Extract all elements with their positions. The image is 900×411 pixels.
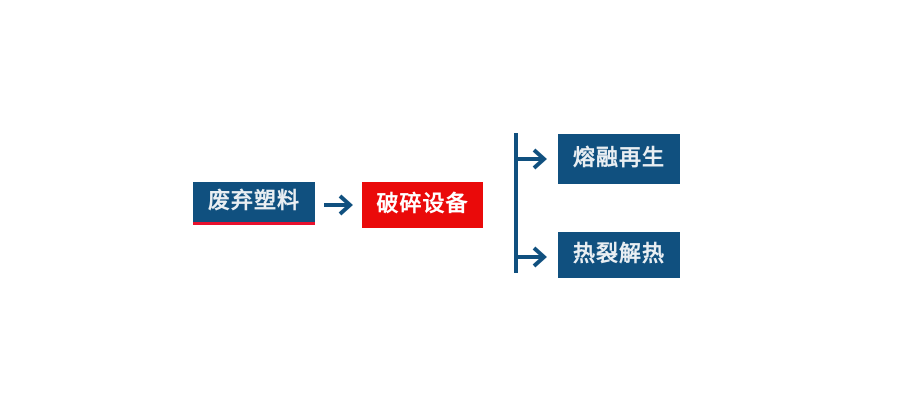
node-melt-regeneration[interactable]: 熔融再生	[558, 134, 680, 184]
arrow-right-icon	[322, 189, 356, 221]
node-crusher[interactable]: 破碎设备	[362, 182, 483, 228]
node-pyrolysis[interactable]: 热裂解热	[558, 232, 680, 278]
node-pyrolysis-label: 热裂解热	[572, 242, 665, 267]
branch-connector-icon	[506, 126, 562, 282]
node-waste-plastic-label: 废弃塑料	[207, 189, 300, 214]
node-waste-plastic[interactable]: 废弃塑料	[193, 182, 315, 225]
node-crusher-label: 破碎设备	[376, 192, 469, 217]
node-melt-regeneration-label: 熔融再生	[572, 146, 665, 171]
